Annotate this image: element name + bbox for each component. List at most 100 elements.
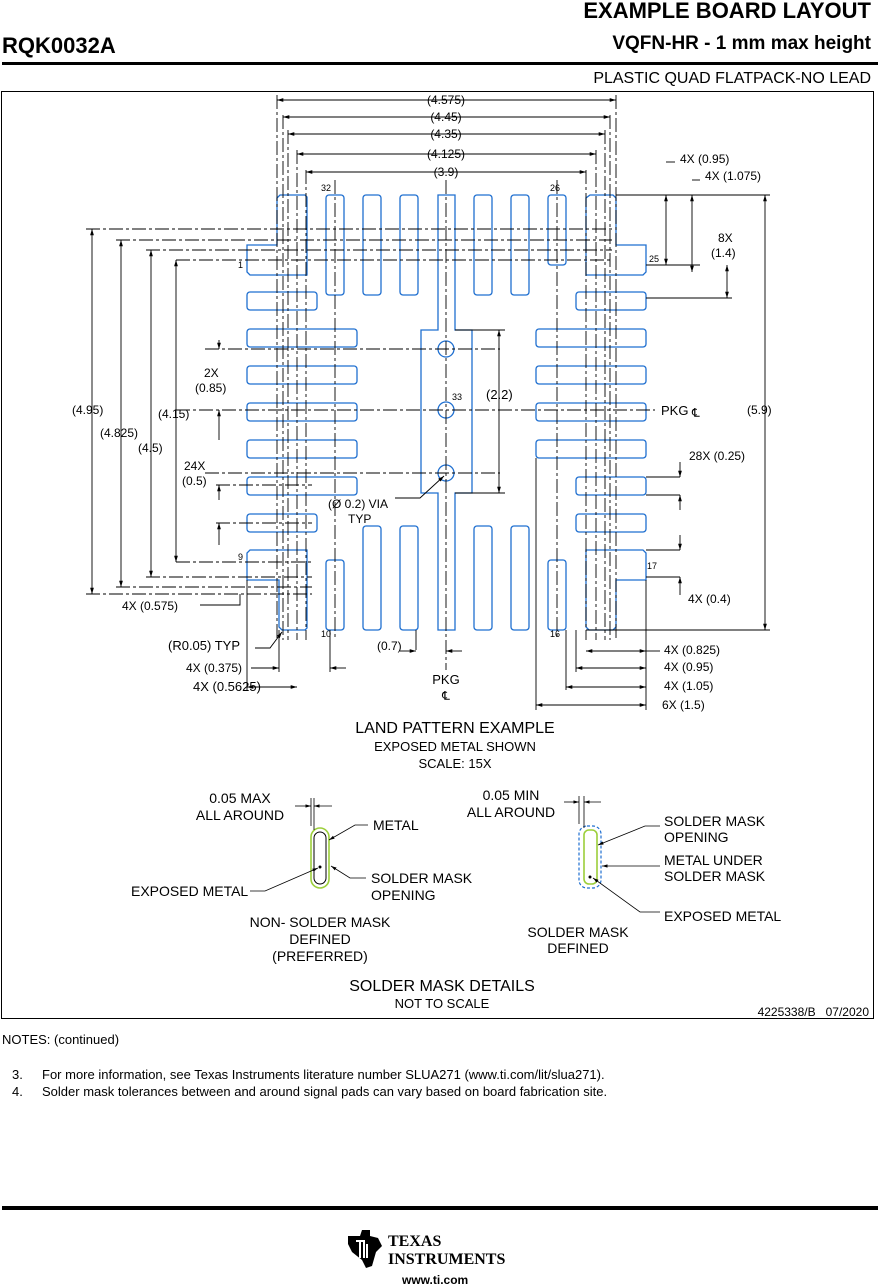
pin-label: 25 [649, 254, 659, 264]
package-subtitle: VQFN-HR - 1 mm max height [612, 33, 871, 54]
dim-text: 6X (1.5) [662, 698, 705, 712]
pin-label: 26 [550, 183, 560, 193]
pin-label: 16 [550, 629, 560, 639]
smd-opening-label-2: OPENING [664, 829, 729, 845]
leader [250, 867, 319, 892]
dim-text: 4X (0.825) [664, 643, 720, 657]
pad [246, 402, 358, 422]
dim-text: (4.825) [100, 426, 138, 440]
smd-opening-label-1: SOLDER MASK [664, 813, 766, 829]
centerline-symbol: ℄ [691, 406, 700, 420]
pad [399, 194, 419, 296]
brand-line-1: TEXAS [388, 1233, 441, 1250]
dim-text: (4.35) [430, 127, 461, 141]
dim-text: (3.9) [434, 165, 459, 179]
dim-text: (4.575) [427, 93, 465, 107]
part-number: RQK0032A [2, 33, 116, 58]
pad [362, 525, 382, 631]
dim-text: 4X (0.5625) [193, 679, 261, 694]
header-rule [2, 62, 878, 65]
note-text: Solder mask tolerances between and aroun… [42, 1084, 608, 1099]
note-number: 3. [12, 1067, 23, 1082]
centerline-symbol: ℄ [441, 689, 450, 703]
smd-clearance-2: ALL AROUND [467, 804, 555, 820]
leader [395, 475, 445, 499]
pad [535, 402, 647, 422]
pad [362, 194, 382, 296]
leader [200, 594, 241, 606]
metal-outline [313, 831, 327, 885]
ti-mark-icon [356, 1240, 368, 1258]
dim-text: (R0.05) TYP [168, 638, 240, 653]
drawing-frame [1, 91, 874, 1019]
pkg-label-bottom: PKG [432, 672, 459, 687]
pad [575, 291, 647, 311]
pin-numbers: 32 26 1 25 33 9 17 10 16 [238, 183, 659, 639]
dim-text: 4X (0.95) [664, 660, 713, 674]
dim-text: (1.4) [711, 246, 736, 260]
exposed-metal-label: EXPOSED METAL [131, 883, 248, 899]
dim-text: (0.5) [182, 474, 207, 488]
metal-under-outline [578, 825, 602, 889]
pad [575, 513, 647, 533]
smd-caption-2: DEFINED [547, 940, 608, 956]
mask-details-title: SOLDER MASK DETAILS [349, 978, 535, 995]
pad [246, 328, 358, 348]
ti-logo: TEXAS INSTRUMENTS [348, 1230, 505, 1268]
metal-under-label-1: METAL UNDER [664, 852, 763, 868]
nsmd-clearance-2: ALL AROUND [196, 807, 284, 823]
dim-text: 4X (0.575) [122, 599, 178, 613]
dimension-texts: (4.575) (4.45) (4.35) (4.125) (3.9) (4.9… [72, 93, 772, 712]
land-pattern-subtitle: EXPOSED METAL SHOWN [374, 739, 536, 754]
note-text: For more information, see Texas Instrume… [42, 1067, 605, 1082]
document-reference: 4225338/B 07/2020 [758, 1005, 870, 1019]
notes-heading: NOTES: (continued) [2, 1032, 120, 1047]
dim-text: (0.85) [195, 381, 226, 395]
dim-text: (2.2) [486, 387, 513, 402]
pad [473, 525, 493, 631]
pad [246, 439, 358, 459]
pkg-label-right: PKG [661, 403, 688, 418]
nsmd-caption-1: NON- SOLDER MASK [250, 914, 391, 930]
dim-text: (4.95) [72, 403, 103, 417]
land-pattern-title: LAND PATTERN EXAMPLE [355, 720, 554, 737]
dim-text: (4.15) [158, 407, 189, 421]
pin-label: 33 [452, 392, 462, 402]
pad [535, 439, 647, 459]
pin-label: 9 [238, 552, 243, 562]
dim-text: TYP [348, 512, 371, 526]
mask-opening-label-1: SOLDER MASK [371, 870, 473, 886]
nsmd-detail: 0.05 MAX ALL AROUND METAL SOLDER MASK OP… [131, 790, 473, 964]
pad [399, 525, 419, 631]
dimension-lines [90, 98, 767, 707]
smd-clearance-1: 0.05 MIN [483, 787, 540, 803]
pad [547, 194, 567, 266]
metal-under-label-2: SOLDER MASK [664, 868, 766, 884]
pad [246, 365, 358, 385]
leader [255, 631, 283, 649]
smd-opening-outline [583, 829, 598, 885]
dim-text: 28X (0.25) [689, 449, 745, 463]
pin-label: 10 [321, 629, 331, 639]
land-pattern-scale: SCALE: 15X [419, 756, 492, 771]
dim-text: 2X [204, 366, 219, 380]
note-item: 3. For more information, see Texas Instru… [12, 1067, 605, 1082]
nsmd-caption-2: DEFINED [289, 931, 350, 947]
pad [473, 194, 493, 296]
dim-text: 4X (0.375) [186, 661, 242, 675]
leader-lines [200, 161, 700, 670]
nsmd-clearance-1: 0.05 MAX [209, 790, 271, 806]
dim-text: (Ø 0.2) VIA [328, 497, 388, 511]
mask-details-subtitle: NOT TO SCALE [395, 996, 490, 1011]
page-title: EXAMPLE BOARD LAYOUT [583, 0, 871, 23]
pad [535, 365, 647, 385]
dim-text: (5.9) [747, 403, 772, 417]
mask-opening-label-2: OPENING [371, 887, 436, 903]
dim-text: (0.7) [377, 639, 402, 653]
centerline-group [86, 95, 655, 670]
dim-text: (4.125) [427, 147, 465, 161]
pin-label: 17 [647, 561, 657, 571]
dim-text: 4X (0.95) [680, 152, 729, 166]
leader [330, 865, 366, 879]
dim-text: 4X (1.05) [664, 679, 713, 693]
